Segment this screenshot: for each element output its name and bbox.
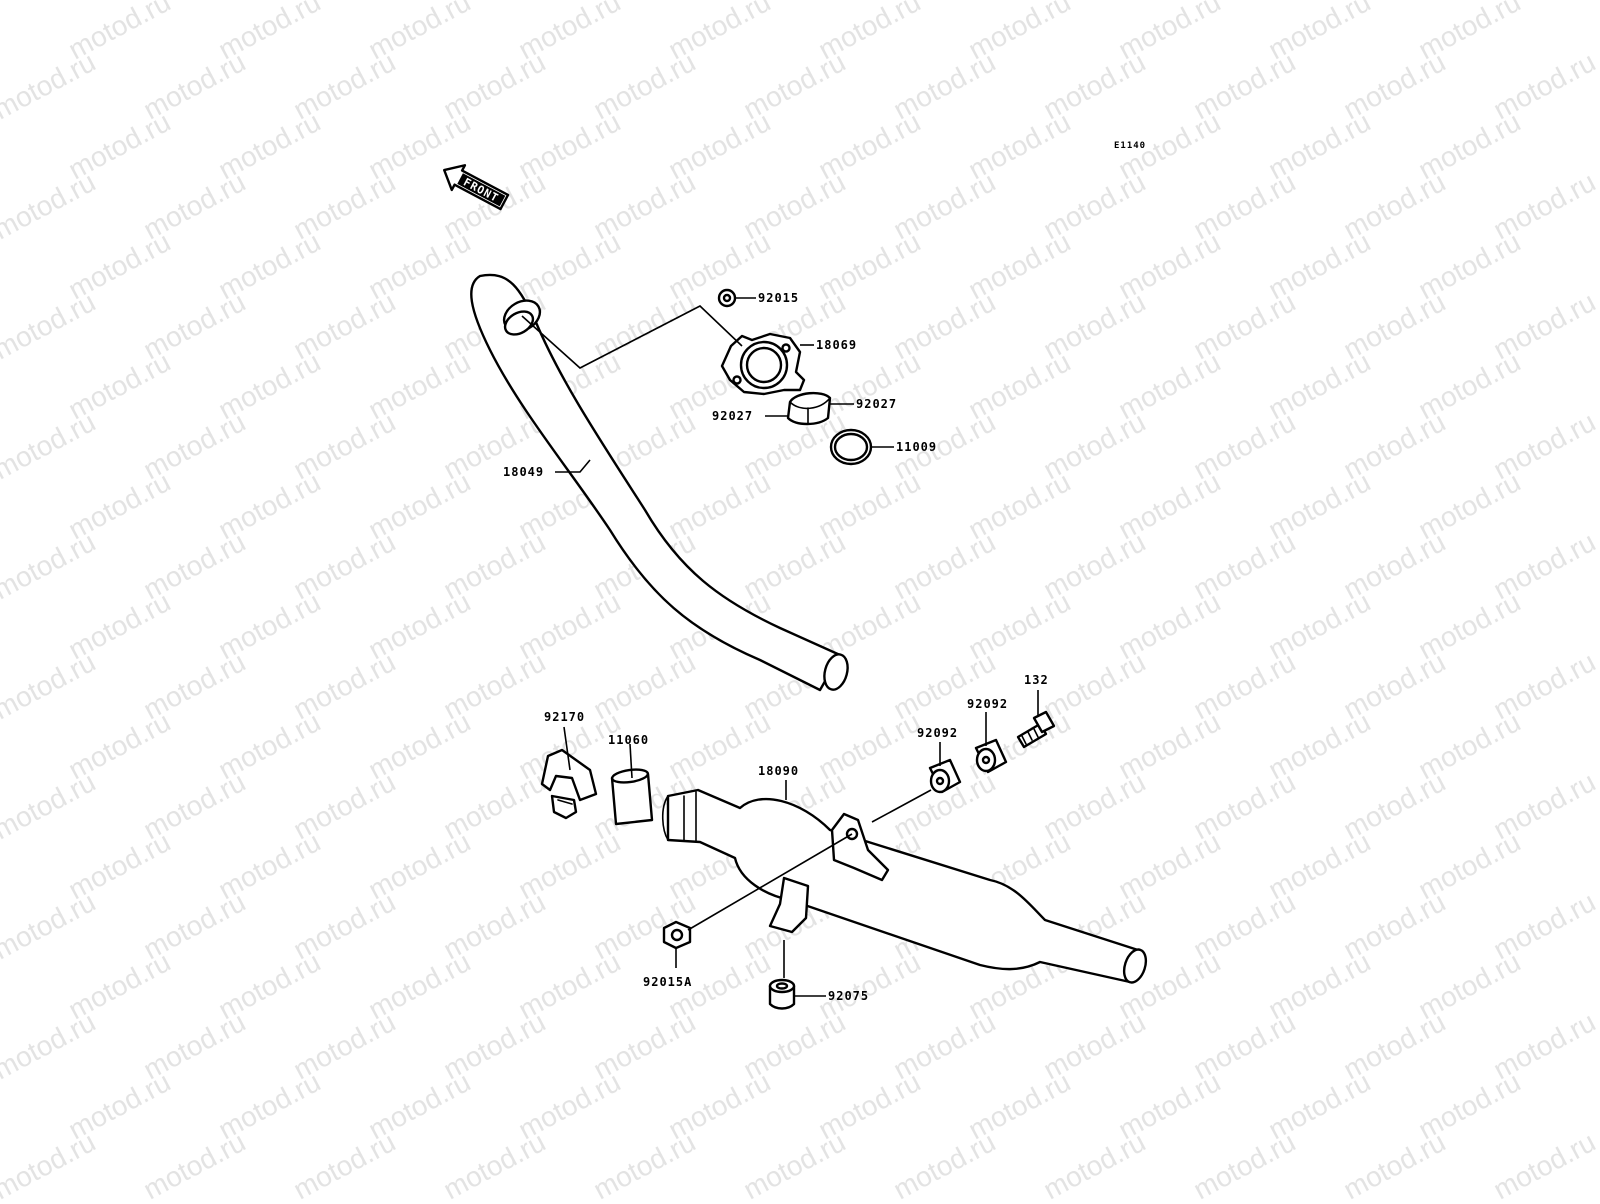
watermark-text: motod.ru	[588, 1126, 700, 1200]
flange-18069	[720, 332, 806, 396]
watermark-text: motod.ru	[0, 766, 100, 845]
nut-92015A	[662, 920, 692, 950]
watermark-text: motod.ru	[1338, 1126, 1450, 1200]
damper-92075	[768, 978, 796, 1010]
watermark-text: motod.ru	[0, 1006, 100, 1085]
part-label-92075: 92075	[828, 989, 869, 1003]
part-label-132: 132	[1024, 673, 1049, 687]
bolt-132	[1016, 710, 1056, 749]
watermark-text: motod.ru	[1038, 1126, 1150, 1200]
part-label-18049: 18049	[503, 465, 544, 479]
watermark-text: motod.ru	[1188, 1126, 1300, 1200]
part-label-92027-left: 92027	[712, 409, 753, 423]
nut-92015	[717, 288, 737, 308]
part-label-18090: 18090	[758, 764, 799, 778]
watermark-text: motod.ru	[0, 646, 100, 725]
exhaust-pipe-18049	[470, 273, 849, 692]
watermark-text: motod.ru	[1488, 1126, 1600, 1200]
collet-92027	[786, 391, 832, 426]
watermark-text: motod.ru	[0, 406, 100, 485]
part-label-11009: 11009	[896, 440, 937, 454]
clamp-92170	[540, 748, 598, 820]
watermark-text: motod.ru	[0, 1126, 100, 1200]
watermark-text: motod.ru	[138, 1126, 250, 1200]
watermark-text: motod.ru	[0, 886, 100, 965]
part-label-92027-right: 92027	[856, 397, 897, 411]
part-label-92015A: 92015A	[643, 975, 692, 989]
part-label-18069: 18069	[816, 338, 857, 352]
watermark-text: motod.ru	[738, 1126, 850, 1200]
part-labels: 92015 18069 92027 92027 11009 18049 132 …	[503, 291, 1049, 1003]
watermark-text: motod.ru	[288, 1126, 400, 1200]
watermark-text: motod.ru	[0, 166, 100, 245]
part-label-92092-a: 92092	[917, 726, 958, 740]
watermark-text: motod.ru	[438, 1126, 550, 1200]
watermark-text: motod.ru	[0, 46, 100, 125]
part-label-11060: 11060	[608, 733, 649, 747]
damper-92092-a	[928, 758, 962, 794]
leader-lines	[521, 297, 1039, 997]
damper-92092-b	[974, 738, 1008, 774]
diagram-code: E1140	[1114, 141, 1146, 151]
watermark-text: motod.ru	[888, 1126, 1000, 1200]
gasket-11009	[829, 428, 873, 466]
watermark-text: motod.ru	[0, 526, 100, 605]
gasket-11060	[610, 768, 654, 826]
part-label-92092-b: 92092	[967, 697, 1008, 711]
part-label-92015: 92015	[758, 291, 799, 305]
part-label-92170: 92170	[544, 710, 585, 724]
watermark-text: motod.ru	[0, 286, 100, 365]
